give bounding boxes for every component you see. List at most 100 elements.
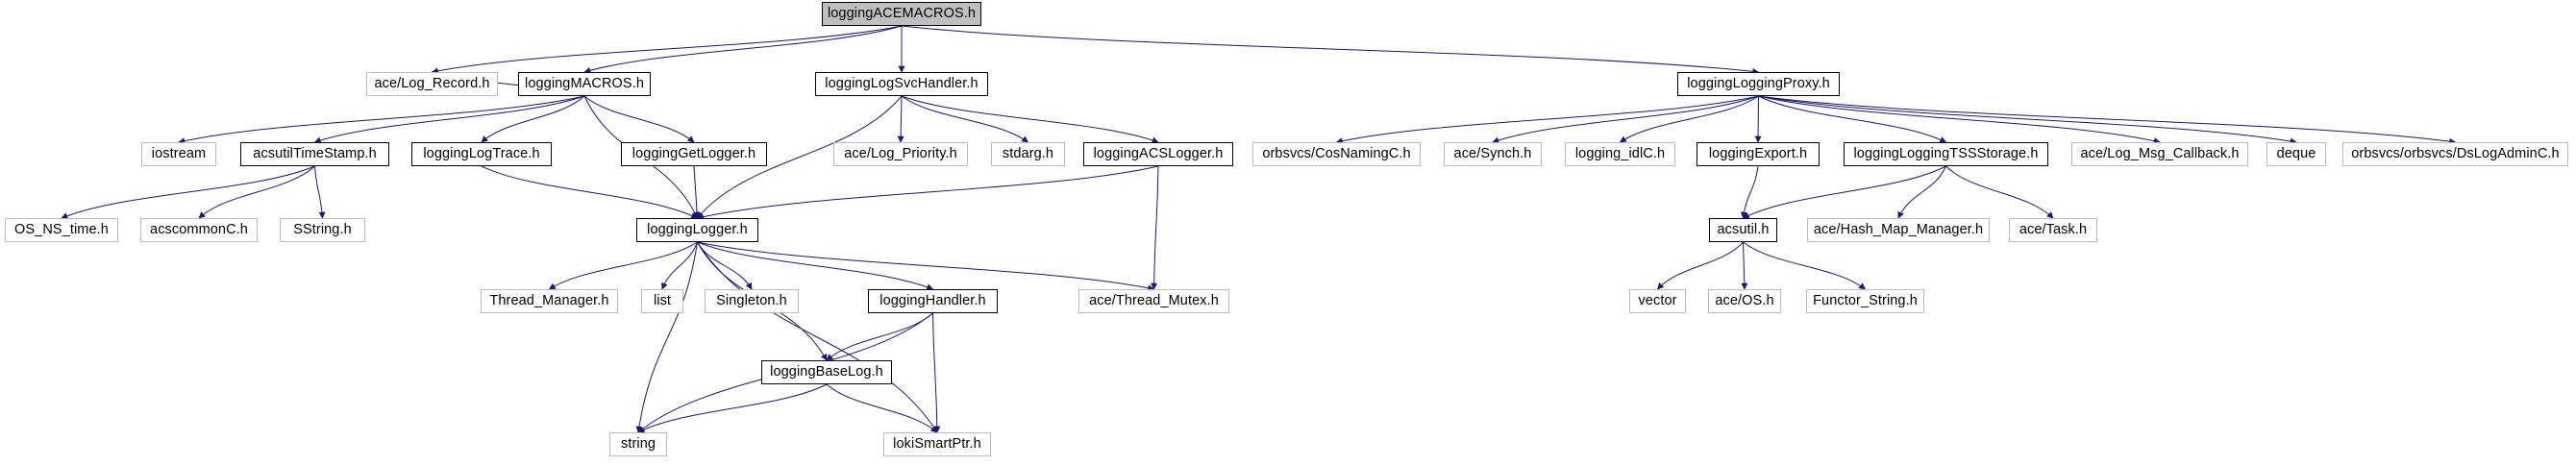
- graph-edge: [1758, 95, 2297, 145]
- graph-node-label: ace/Thread_Mutex.h: [1089, 293, 1219, 309]
- graph-edge: [1758, 95, 1947, 143]
- graph-edge: [826, 312, 933, 361]
- graph-node-label: loggingLogger.h: [647, 222, 748, 238]
- graph-edge: [313, 95, 585, 144]
- graph-node[interactable]: OS_NS_time.h: [5, 218, 118, 242]
- graph-edge: [696, 165, 1159, 221]
- graph-node[interactable]: ace/OS.h: [1708, 289, 1781, 313]
- graph-node[interactable]: loggingLoggingTSSStorage.h: [1844, 142, 2048, 166]
- graph-node-label: string: [620, 436, 656, 453]
- graph-node-label: orbsvcs/orbsvcs/DsLogAdminC.h: [2351, 146, 2560, 162]
- graph-edge: [1742, 165, 1946, 219]
- graph-edge: [314, 165, 326, 219]
- graph-node[interactable]: SString.h: [280, 218, 365, 242]
- graph-node[interactable]: Functor_String.h: [1806, 289, 1924, 313]
- graph-node[interactable]: list: [641, 289, 683, 313]
- graph-edge: [901, 95, 1029, 143]
- graph-node-label: loggingHandler.h: [879, 293, 986, 309]
- graph-edge: [198, 165, 315, 219]
- graph-node-label: acsutil.h: [1717, 222, 1770, 238]
- graph-node[interactable]: ace/Log_Msg_Callback.h: [2071, 142, 2248, 166]
- graph-node-label: loggingMACROS.h: [525, 76, 644, 92]
- graph-node-label: loggingLogSvcHandler.h: [825, 76, 978, 92]
- graph-node[interactable]: loggingLogger.h: [636, 218, 758, 242]
- graph-node[interactable]: stdarg.h: [991, 142, 1065, 166]
- graph-node[interactable]: loggingGetLogger.h: [621, 142, 767, 166]
- graph-edge: [583, 95, 695, 143]
- graph-node-label: ace/Log_Record.h: [374, 76, 490, 92]
- graph-node[interactable]: loggingBaseLog.h: [761, 360, 892, 384]
- graph-node-label: ace/Log_Priority.h: [844, 146, 957, 162]
- graph-node[interactable]: loggingLogTrace.h: [411, 142, 552, 166]
- graph-edge: [481, 165, 699, 219]
- graph-edge: [901, 95, 1159, 144]
- graph-edge: [932, 312, 941, 433]
- graph-node-label: loggingLoggingProxy.h: [1687, 76, 1830, 92]
- graph-edge: [1335, 95, 1759, 145]
- graph-node[interactable]: Thread_Manager.h: [481, 289, 618, 313]
- graph-node[interactable]: ace/Task.h: [2009, 218, 2097, 242]
- graph-edge: [897, 95, 904, 143]
- graph-edge: [1754, 95, 1762, 143]
- graph-node[interactable]: loggingLogSvcHandler.h: [815, 72, 988, 96]
- graph-node[interactable]: loggingMACROS.h: [518, 72, 651, 96]
- graph-node-label: deque: [2276, 146, 2316, 162]
- graph-node-label: ace/Task.h: [2019, 222, 2088, 238]
- graph-node-label: ace/OS.h: [1715, 293, 1774, 309]
- graph-node-label: loggingACEMACROS.h: [827, 6, 977, 22]
- graph-edge: [635, 241, 698, 433]
- graph-node-label: stdarg.h: [1002, 146, 1054, 162]
- graph-node[interactable]: loggingACSLogger.h: [1083, 142, 1233, 166]
- graph-node-label: ace/Synch.h: [1453, 146, 1532, 162]
- graph-node-label: list: [653, 293, 672, 309]
- graph-edge: [1758, 95, 2457, 145]
- graph-node-label: OS_NS_time.h: [14, 222, 109, 238]
- graph-node[interactable]: acsutil.h: [1709, 218, 1777, 242]
- graph-node[interactable]: loggingExport.h: [1697, 142, 1820, 166]
- graph-node-label: Singleton.h: [716, 293, 787, 309]
- graph-edge: [660, 241, 698, 290]
- graph-node-label: loggingLoggingTSSStorage.h: [1853, 146, 2039, 162]
- graph-edge: [1492, 95, 1759, 144]
- graph-edge: [697, 241, 934, 290]
- graph-node-label: loggingLogTrace.h: [423, 146, 540, 162]
- graph-edge: [693, 165, 701, 219]
- graph-node-label: loggingExport.h: [1708, 146, 1808, 162]
- graph-edge: [431, 25, 903, 75]
- graph-node[interactable]: orbsvcs/CosNamingC.h: [1252, 142, 1421, 166]
- graph-node-label: vector: [1638, 293, 1677, 309]
- graph-edge: [583, 25, 903, 74]
- graph-node[interactable]: vector: [1629, 289, 1686, 313]
- graph-node-label: acsutilTimeStamp.h: [253, 146, 377, 162]
- graph-node[interactable]: loggingACEMACROS.h: [822, 2, 981, 26]
- graph-node[interactable]: ace/Log_Priority.h: [833, 142, 968, 166]
- graph-edge: [697, 241, 753, 290]
- graph-node[interactable]: logging_idlC.h: [1565, 142, 1675, 166]
- graph-node[interactable]: lokiSmartPtr.h: [883, 432, 991, 456]
- graph-node[interactable]: deque: [2266, 142, 2326, 166]
- graph-node[interactable]: acsutilTimeStamp.h: [240, 142, 389, 166]
- graph-node[interactable]: loggingHandler.h: [868, 289, 998, 313]
- graph-node-label: acscommonC.h: [150, 222, 248, 238]
- graph-node[interactable]: string: [609, 432, 667, 456]
- graph-node-label: orbsvcs/CosNamingC.h: [1262, 146, 1411, 162]
- graph-node[interactable]: acscommonC.h: [140, 218, 258, 242]
- graph-edge: [1758, 95, 2161, 145]
- graph-node[interactable]: orbsvcs/orbsvcs/DsLogAdminC.h: [2342, 142, 2568, 166]
- graph-node[interactable]: ace/Thread_Mutex.h: [1078, 289, 1229, 313]
- graph-edge: [548, 241, 698, 290]
- graph-node-label: ace/Hash_Map_Manager.h: [1813, 222, 1984, 238]
- graph-node[interactable]: iostream: [141, 142, 216, 166]
- graph-node[interactable]: ace/Synch.h: [1444, 142, 1542, 166]
- graph-edge: [697, 241, 1155, 292]
- graph-node[interactable]: Singleton.h: [705, 289, 799, 313]
- graph-node[interactable]: ace/Log_Record.h: [366, 72, 498, 96]
- graph-node[interactable]: loggingLoggingProxy.h: [1677, 72, 1840, 96]
- graph-edge: [1151, 165, 1159, 290]
- graph-node[interactable]: ace/Hash_Map_Manager.h: [1807, 218, 1990, 242]
- graph-edge: [178, 95, 585, 145]
- graph-node-label: ace/Log_Msg_Callback.h: [2080, 146, 2240, 162]
- graph-edge: [1945, 165, 2054, 219]
